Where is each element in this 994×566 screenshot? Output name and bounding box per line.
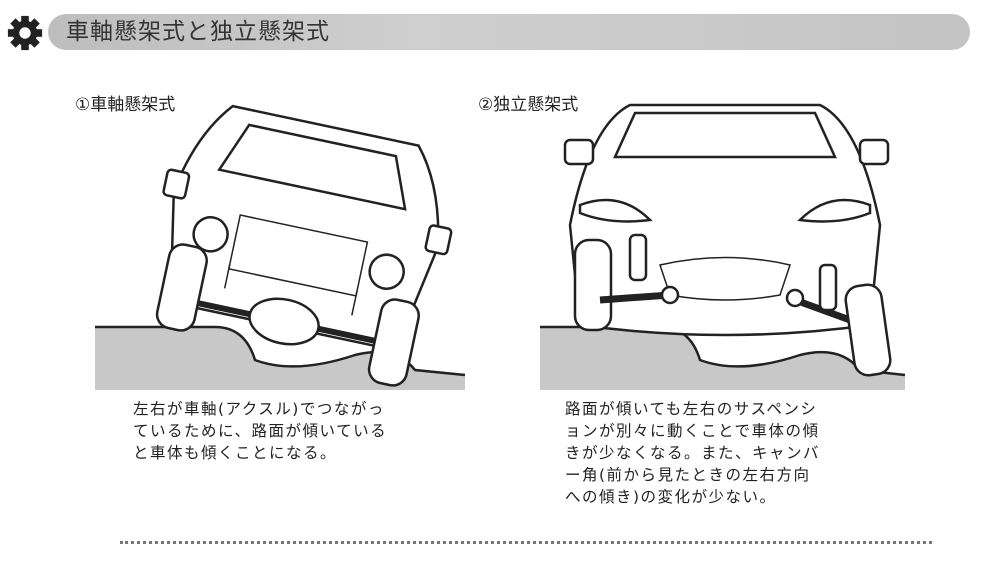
road-slope [540, 327, 905, 390]
caption-line: 路面が傾いても左右のサスペンシ [565, 400, 818, 418]
section-title-bar [48, 14, 970, 50]
gear-icon [7, 15, 43, 51]
independent-suspension-illustration [540, 103, 906, 390]
caption-line: と車体も傾くことになる。 [133, 444, 338, 462]
caption-line: への傾き)の変化が少ない。 [565, 488, 777, 506]
dotted-divider [120, 541, 932, 544]
caption-independent: 路面が傾いても左右のサスペンシ ョンが別々に動くことで車体の傾 きが少なくなる。… [565, 398, 820, 508]
car-body [563, 103, 890, 337]
caption-line: ているために、路面が傾いている [133, 422, 388, 440]
caption-line: 左右が車軸(アクスル)でつながっ [133, 400, 385, 418]
figure-label-rigid-axle: ①車軸懸架式 [75, 95, 176, 115]
section-title: 車軸懸架式と独立懸架式 [66, 19, 330, 45]
car-body [157, 104, 453, 367]
caption-line: きが少なくなる。また、キャンバ [565, 444, 821, 462]
figure-label-independent: ②独立懸架式 [478, 95, 579, 115]
caption-line: ー角(前から見たときの左右方向 [565, 466, 811, 484]
caption-line: ョンが別々に動くことで車体の傾 [565, 422, 820, 440]
rigid-axle-illustration [95, 104, 466, 390]
caption-rigid-axle: 左右が車軸(アクスル)でつながっ ているために、路面が傾いている と車体も傾くこ… [133, 398, 387, 464]
